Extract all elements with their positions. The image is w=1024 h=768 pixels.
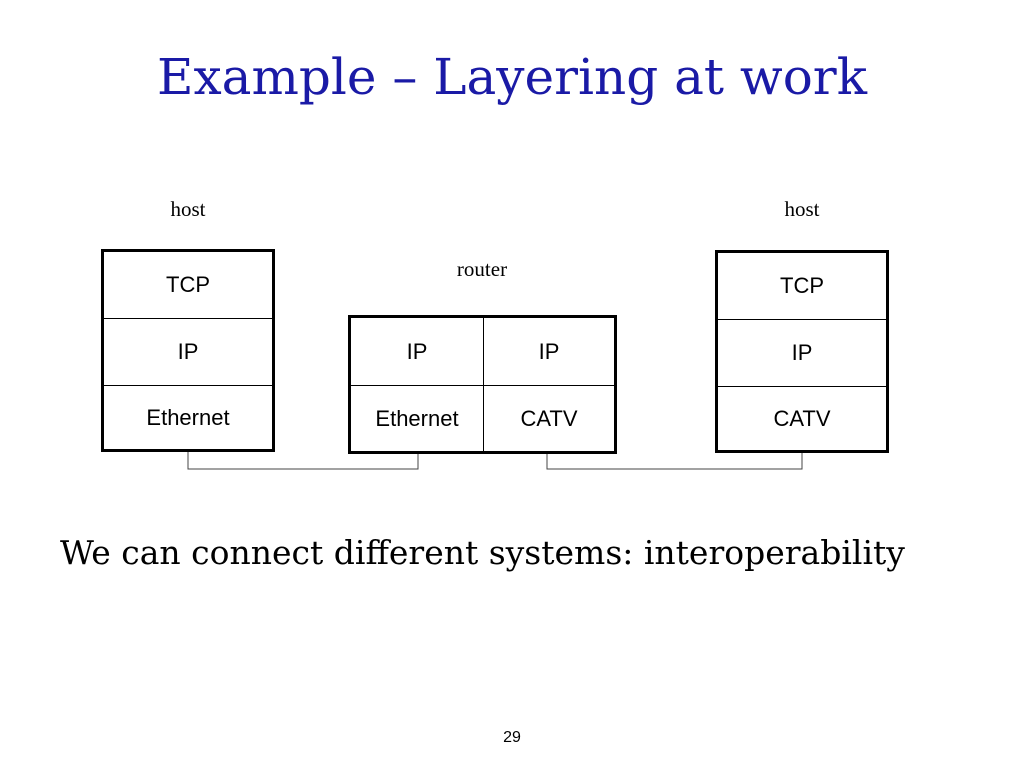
left-host-layer-ip: IP	[177, 339, 199, 364]
catv-link	[546, 453, 803, 470]
ethernet-link	[187, 452, 419, 470]
left-host-stack: TCP IP Ethernet	[101, 249, 275, 452]
right-host-divider	[718, 319, 886, 320]
router-right-ip: IP	[538, 338, 560, 364]
caption: We can connect different systems: intero…	[60, 533, 905, 572]
router-left-ethernet: Ethernet	[375, 405, 459, 431]
left-host-layer-ethernet: Ethernet	[146, 404, 230, 430]
router-left-ip: IP	[406, 338, 428, 364]
right-host-layer-tcp: TCP	[780, 273, 824, 298]
right-host-divider	[718, 386, 886, 387]
page-number: 29	[503, 729, 521, 746]
left-host-divider	[104, 318, 272, 319]
left-host-layer-tcp: TCP	[166, 272, 210, 297]
router-row-divider	[351, 385, 614, 386]
left-host-divider	[104, 385, 272, 386]
right-host-layer-catv: CATV	[773, 405, 831, 431]
router-column-divider	[483, 318, 484, 451]
router-right-catv: CATV	[520, 405, 578, 431]
router-label: router	[456, 257, 508, 281]
right-host-layer-ip: IP	[791, 340, 813, 365]
router-stack: IP IP Ethernet CATV	[348, 315, 617, 454]
slide-title: Example – Layering at work	[156, 48, 868, 106]
right-host-stack: TCP IP CATV	[715, 250, 889, 453]
left-host-label: host	[170, 197, 206, 221]
right-host-label: host	[784, 197, 820, 221]
